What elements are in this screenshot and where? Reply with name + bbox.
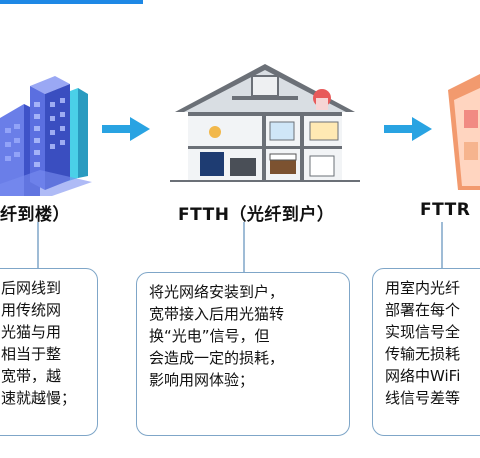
description-line: 会造成一定的损耗， [149,349,285,367]
stage-2-label: FTTH（光纤到户） [178,205,335,225]
description-line: 用传统网 [1,301,62,319]
description-line: 部署在每个 [385,301,461,319]
stage-3-label: FTTR [420,200,471,220]
stage-1-description: 后网线到 用传统网 光猫与用 相当于整 宽带，越 速就越慢； [0,268,98,436]
description-line: 实现信号全 [385,323,461,341]
top-accent-bar [0,0,143,4]
buildings-icon [0,76,92,196]
house-icon [170,64,360,182]
description-line: 宽带接入后用光猫转 [149,305,285,323]
description-line: 宽带，越 [1,367,62,385]
description-line: 用室内光纤 [385,279,461,297]
description-line: 将光网络安装到户， [149,283,285,301]
stage-1-label: 纤到楼） [0,205,70,225]
description-line: 传输无损耗 [385,345,461,363]
description-line: 后网线到 [1,279,62,297]
stage-3-description: 用室内光纤 部署在每个 实现信号全 传输无损耗 网络中WiFi 线信号差等 [372,268,480,436]
description-line: 光猫与用 [1,323,62,341]
description-line: 线信号差等 [385,389,461,407]
arrow-right-icon [384,117,432,141]
arrow-right-icon [102,117,150,141]
description-line: 换“光电”信号，但 [149,327,270,345]
fttr-house-icon [448,74,480,190]
description-line: 网络中WiFi [385,367,461,385]
stage-2-description: 将光网络安装到户， 宽带接入后用光猫转 换“光电”信号，但 会造成一定的损耗， … [136,272,350,436]
description-line: 影响用网体验； [149,371,255,389]
description-line: 速就越慢； [1,389,77,407]
description-line: 相当于整 [1,345,62,363]
